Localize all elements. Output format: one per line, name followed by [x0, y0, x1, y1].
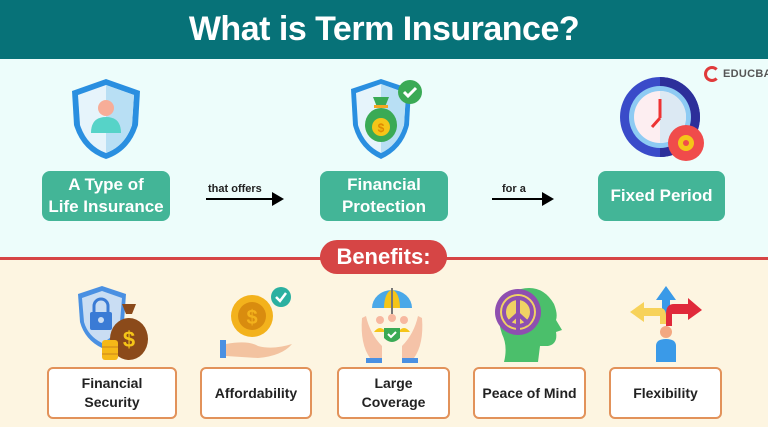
- connector-label-that-offers: that offers: [208, 183, 262, 195]
- benefit-card-affordability: Affordability: [200, 367, 312, 419]
- benefit-label-line1: Peace of Mind: [482, 384, 577, 401]
- user-shield-icon: [72, 79, 140, 159]
- benefit-label-line1: Large: [374, 375, 413, 391]
- umbrella-hands-people-icon: [361, 288, 423, 363]
- clock-gear-icon: [620, 77, 704, 161]
- header-banner: What is Term Insurance?: [0, 0, 768, 59]
- connector-label-for-a: for a: [502, 183, 526, 195]
- money-bag-shield-check-icon: $: [351, 79, 422, 159]
- peace-head-icon: [495, 288, 562, 362]
- benefit-label-line1: Financial: [81, 375, 143, 391]
- step-label-line1: Fixed Period: [610, 186, 713, 205]
- right-arrow-icon: [206, 192, 284, 206]
- benefit-card-peace-of-mind: Peace of Mind: [473, 367, 586, 419]
- benefit-label-line1: Affordability: [214, 384, 298, 401]
- educba-logo-text: EDUCBA: [723, 68, 768, 80]
- benefit-label-line1: Flexibility: [633, 384, 698, 401]
- page-title: What is Term Insurance?: [188, 10, 580, 48]
- step-label-line1: Financial: [347, 175, 421, 194]
- step-fixed-period: Fixed Period: [598, 171, 725, 221]
- educba-logo: EDUCBA: [704, 66, 768, 82]
- coin-hand-check-icon: $: [220, 287, 292, 358]
- step-label-line2: Protection: [341, 197, 427, 216]
- right-arrow-icon: [492, 192, 554, 206]
- benefit-label-line2: Security: [84, 394, 140, 410]
- direction-arrows-person-icon: [630, 286, 702, 362]
- step-label-line2: Life Insurance: [48, 197, 164, 216]
- benefits-heading: Benefits:: [320, 240, 447, 274]
- lock-shield-money-bag-icon: $: [78, 286, 148, 360]
- svg-text:$: $: [246, 307, 257, 329]
- benefit-label-line2: Coverage: [361, 394, 426, 410]
- step-life-insurance: A Type of Life Insurance: [42, 171, 170, 221]
- benefit-card-flexibility: Flexibility: [609, 367, 722, 419]
- step-label-line1: A Type of: [68, 175, 144, 194]
- educba-logo-icon: [704, 66, 720, 82]
- svg-text:$: $: [123, 327, 135, 352]
- svg-text:$: $: [378, 121, 385, 135]
